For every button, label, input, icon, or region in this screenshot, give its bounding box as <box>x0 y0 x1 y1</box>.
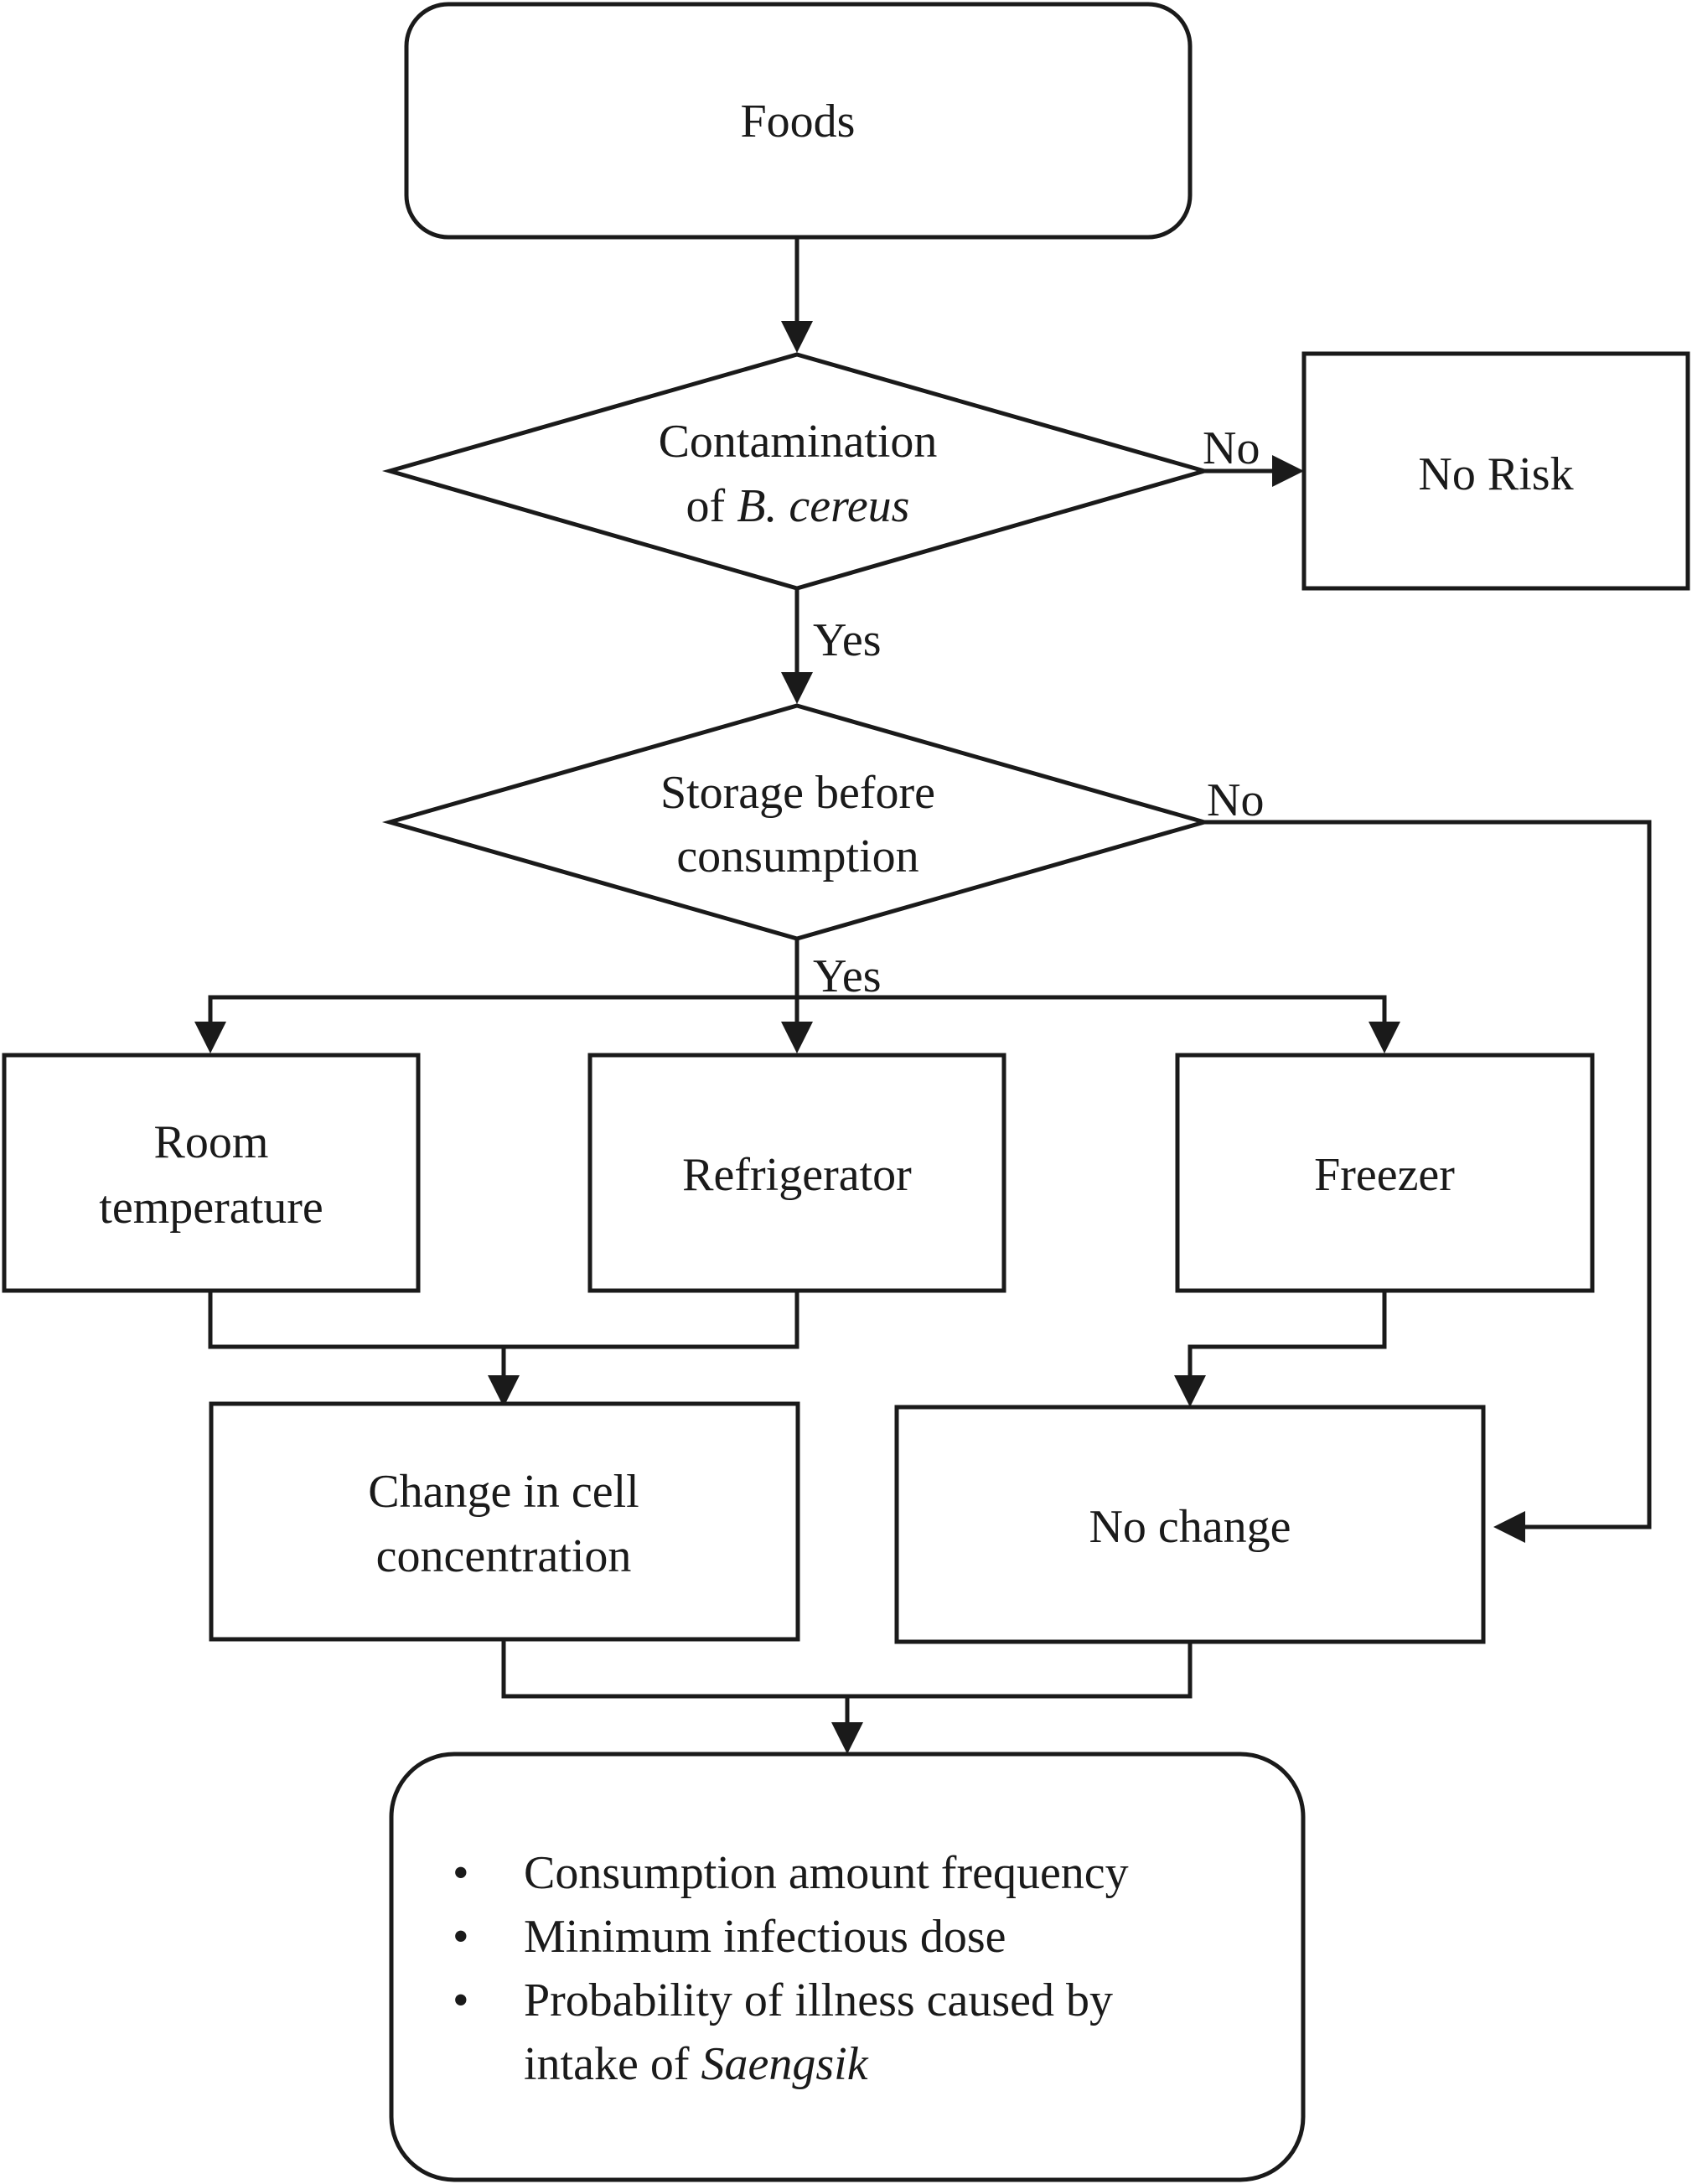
node-change-in-cell-concentration: Change in cell concentration <box>209 1401 800 1642</box>
storage-diamond <box>381 703 1213 941</box>
outcome-bullet-2: • <box>453 1911 469 1963</box>
outcome-item-probability-line2: intake of Saengsik <box>524 2038 869 2090</box>
node-freezer: Freezer <box>1175 1053 1595 1293</box>
contamination-yes-label: Yes <box>813 614 881 666</box>
arrowhead-to-contamination <box>781 321 813 353</box>
arrowhead-to-room-temp <box>194 1022 226 1053</box>
change-line2: concentration <box>376 1530 632 1582</box>
node-no-risk: No Risk <box>1301 351 1690 591</box>
outcome-saengsik: Saengsik <box>701 2038 868 2090</box>
room-temperature-line2: temperature <box>99 1182 323 1234</box>
outcome-box <box>389 1752 1306 2182</box>
node-outcome: • Consumption amount frequency • Minimum… <box>389 1752 1306 2182</box>
edge-storage-no-to-no-change <box>1204 820 1652 1529</box>
contamination-line1: Contamination <box>659 416 938 468</box>
node-foods: Foods <box>404 2 1193 240</box>
contamination-organism: B. cereus <box>737 480 909 532</box>
foods-box <box>404 2 1193 240</box>
storage-yes-label: Yes <box>813 950 881 1002</box>
freezer-box <box>1175 1053 1595 1293</box>
room-temperature-box <box>2 1053 421 1293</box>
edge-room-refrig-merge <box>208 1291 799 1349</box>
outcome-item-probability: Probability of illness caused by <box>524 1974 1113 2026</box>
edge-freezer-to-no-change <box>1188 1291 1387 1383</box>
contamination-line2-prefix: of <box>686 480 737 532</box>
arrowhead-to-freezer <box>1369 1022 1400 1053</box>
outcome-intake-prefix: intake of <box>524 2038 701 2090</box>
arrowhead-to-no-risk <box>1272 455 1304 487</box>
storage-no-label: No <box>1207 774 1264 826</box>
node-no-change: No change <box>894 1405 1486 1644</box>
arrowhead-to-refrigerator <box>781 1022 813 1053</box>
room-temperature-line1: Room <box>154 1116 269 1168</box>
arrowhead-to-storage <box>781 672 813 704</box>
no-risk-label: No Risk <box>1418 448 1573 500</box>
refrigerator-box <box>587 1053 1006 1293</box>
no-change-box <box>894 1405 1486 1644</box>
no-risk-box <box>1301 351 1690 591</box>
edge-final-merge <box>501 1639 1193 1699</box>
node-room-temperature: Room temperature <box>2 1053 421 1293</box>
node-contamination: Contamination of B. cereus <box>381 352 1213 591</box>
freezer-label: Freezer <box>1314 1149 1455 1201</box>
no-change-label: No change <box>1089 1501 1291 1553</box>
node-storage: Storage before consumption <box>381 703 1213 941</box>
arrowhead-freezer-to-no-change <box>1174 1375 1206 1407</box>
outcome-item-dose: Minimum infectious dose <box>524 1911 1006 1963</box>
outcome-bullet-1: • <box>453 1847 469 1899</box>
node-refrigerator: Refrigerator <box>587 1053 1006 1293</box>
foods-label: Foods <box>741 96 856 147</box>
storage-line2: consumption <box>676 831 918 882</box>
contamination-no-label: No <box>1203 422 1260 474</box>
contamination-diamond <box>381 352 1213 591</box>
arrowhead-to-change <box>488 1375 520 1407</box>
refrigerator-label: Refrigerator <box>682 1149 912 1201</box>
outcome-bullet-3: • <box>453 1974 469 2026</box>
change-box <box>209 1401 800 1642</box>
storage-line1: Storage before <box>660 767 935 819</box>
contamination-line2: of B. cereus <box>686 480 910 532</box>
arrowhead-storage-no-to-no-change <box>1493 1511 1525 1543</box>
arrowheads <box>194 321 1525 1754</box>
outcome-item-consumption: Consumption amount frequency <box>524 1847 1129 1899</box>
arrowhead-to-outcome <box>831 1722 863 1754</box>
change-line1: Change in cell <box>368 1466 639 1518</box>
